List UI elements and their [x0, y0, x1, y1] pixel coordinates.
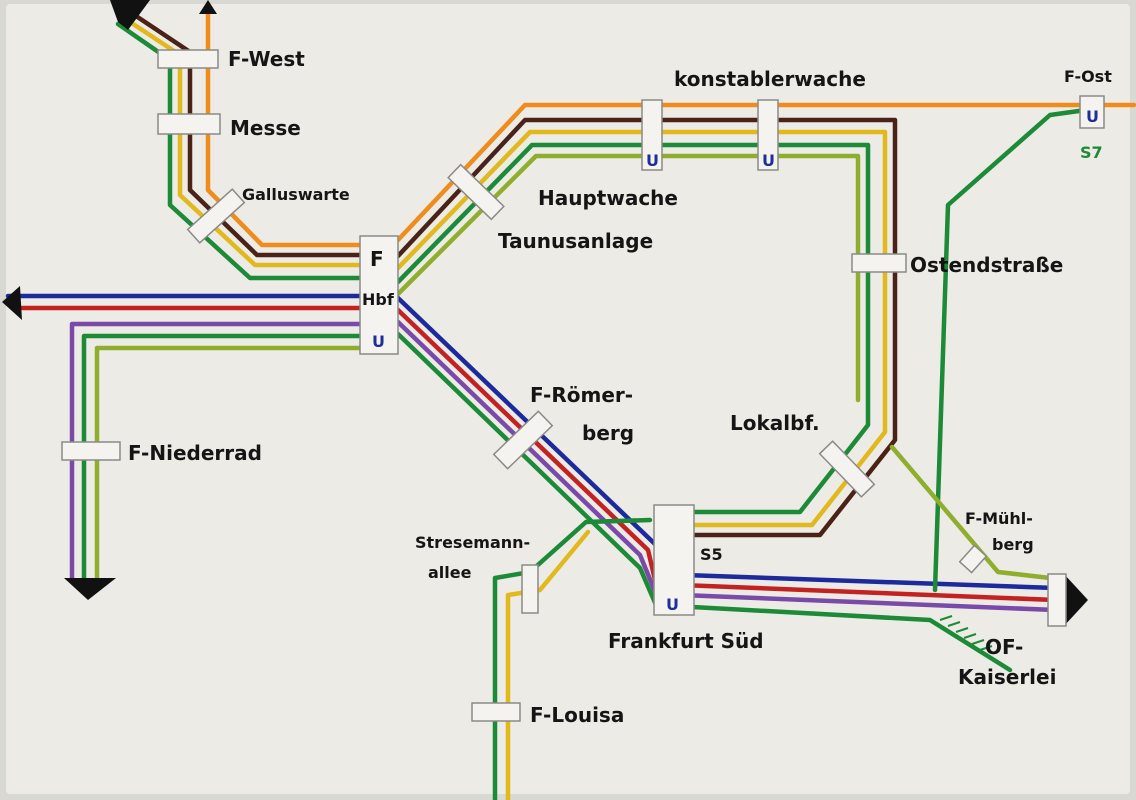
kaiserlei-hatches: [939, 615, 993, 651]
station-box-taunusanlage: [447, 163, 505, 221]
label-hbf-f: F: [370, 247, 384, 271]
label-stresemannallee-1: Stresemann-: [415, 533, 530, 552]
line-orange-city: [395, 102, 1136, 243]
label-louisa: F-Louisa: [530, 703, 624, 727]
label-kaiserlei-1: OF-: [985, 635, 1023, 659]
line-yellow-west: [121, 15, 365, 268]
station-box-messe: [157, 113, 221, 135]
station-box-louisa: [471, 702, 521, 722]
line-lime-muehlberg: [889, 444, 1053, 581]
arrow-south-niederrad: [64, 578, 116, 600]
station-box-hauptwache: [641, 99, 663, 171]
arrow-east-sued-stem: [1047, 573, 1067, 627]
label-messe: Messe: [230, 116, 301, 140]
line-orange-west: [205, 5, 365, 248]
station-box-niederrad: [61, 441, 121, 461]
arrow-west: [2, 286, 22, 320]
arrow-north: [199, 0, 217, 14]
label-lokalbf: Lokalbf.: [730, 411, 820, 435]
station-box-sued: [653, 504, 695, 616]
label-s7: S7: [1080, 143, 1103, 162]
line-green-niederrad: [81, 333, 365, 583]
line-lime-niederrad: [94, 345, 365, 583]
line-brown-city: [395, 117, 898, 538]
station-box-stresemannallee: [521, 564, 539, 614]
label-galluswarte: Galluswarte: [242, 185, 350, 204]
line-yellow-city: [395, 129, 888, 528]
label-kaiserlei-2: Kaiserlei: [958, 665, 1056, 689]
line-brown-west: [127, 9, 365, 258]
track-lines: [5, 5, 1136, 800]
label-muehlberg-2: berg: [992, 535, 1034, 554]
station-box-hbf: [359, 235, 399, 355]
station-box-f-west: [157, 49, 219, 69]
station-box-roemerberg: [492, 410, 554, 470]
line-purple-niederrad: [69, 321, 365, 583]
station-box-f-ost: [1079, 95, 1105, 129]
label-f-ost: F-Ost: [1064, 67, 1112, 86]
station-box-galluswarte: [186, 188, 246, 244]
line-green-west: [115, 21, 365, 281]
station-boxes: [61, 49, 1105, 722]
label-ostendstrasse: Ostendstraße: [910, 253, 1063, 277]
label-hauptwache-u: U: [646, 151, 659, 170]
station-box-ostendstrasse: [851, 253, 907, 273]
label-taunusanlage: Taunusanlage: [498, 229, 653, 253]
station-box-lokalbf: [818, 440, 876, 498]
station-labels: F-West Messe Galluswarte F Hbf U Taunusa…: [128, 47, 1112, 727]
line-green-s7: [932, 107, 1089, 593]
label-f-west: F-West: [228, 47, 305, 71]
paper-background: [6, 4, 1130, 794]
label-muehlberg-1: F-Mühl-: [965, 509, 1033, 528]
label-sued-u: U: [666, 595, 679, 614]
station-box-muehlberg: [958, 544, 988, 574]
label-konstablerwache: konstablerwache: [674, 67, 866, 91]
arrow-east-sued: [1064, 574, 1088, 626]
label-konstablerwache-u: U: [762, 151, 775, 170]
arrow-northwest: [110, 0, 150, 30]
label-hbf: Hbf: [362, 290, 395, 309]
label-roemerberg-1: F-Römer-: [530, 383, 633, 407]
label-f-ost-u: U: [1086, 107, 1099, 126]
label-hauptwache: Hauptwache: [538, 186, 678, 210]
label-niederrad: F-Niederrad: [128, 441, 262, 465]
label-roemerberg-2: berg: [582, 421, 634, 445]
label-stresemannallee-2: allee: [428, 563, 472, 582]
station-box-konstablerwache: [757, 99, 779, 171]
label-frankfurt-sued: Frankfurt Süd: [608, 629, 764, 653]
line-lime-city: [395, 153, 861, 403]
label-s5: S5: [700, 545, 723, 564]
line-green-city: [395, 142, 871, 515]
label-hbf-u: U: [372, 332, 385, 351]
